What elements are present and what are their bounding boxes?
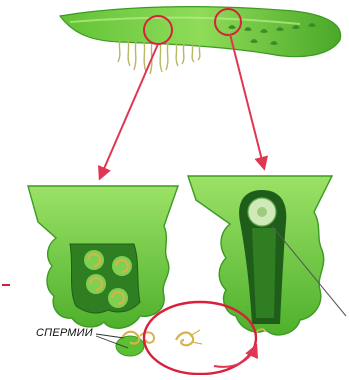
prothallus bbox=[60, 7, 341, 57]
sperm-cells bbox=[96, 329, 266, 356]
arrow-to-archegonium bbox=[230, 34, 264, 168]
antheridium bbox=[108, 288, 128, 308]
curved-arrow bbox=[214, 346, 256, 367]
antheridium bbox=[86, 274, 106, 294]
archegonium-section bbox=[188, 176, 346, 335]
sperm-label: СПЕРМИИ bbox=[36, 327, 93, 339]
sperm-cell-icon bbox=[176, 333, 193, 346]
antheridia-section bbox=[28, 186, 178, 328]
antheridium bbox=[112, 256, 132, 276]
antheridium bbox=[84, 250, 104, 270]
egg-cell bbox=[248, 198, 276, 226]
